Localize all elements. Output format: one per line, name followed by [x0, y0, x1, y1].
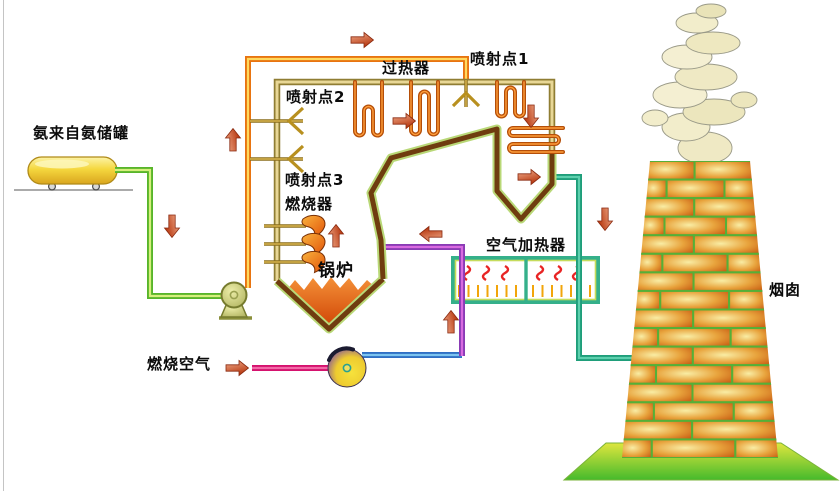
chimney-brick — [692, 271, 766, 292]
chimney-brick — [645, 161, 696, 181]
chimney-brick — [661, 252, 729, 274]
label-injection-2: 喷射点2 — [286, 88, 346, 106]
economizer-coil — [507, 126, 565, 154]
chimney-brick — [641, 197, 696, 218]
chimney-brick — [691, 419, 778, 441]
chimney-brick — [663, 215, 728, 237]
label-combustion-air: 燃烧空气 — [147, 355, 212, 373]
chimney-brick — [639, 215, 666, 237]
chimney-brick — [665, 178, 726, 200]
label-ammonia-tank: 氨来自氨储罐 — [33, 124, 130, 142]
combustion-air-fan — [327, 346, 367, 388]
furnace-flame — [277, 277, 382, 327]
chimney-brick — [734, 438, 778, 458]
label-chimney: 烟囱 — [769, 281, 802, 299]
chimney — [622, 161, 778, 458]
superheater-coil-1 — [353, 80, 384, 138]
ammonia-pipe-green — [115, 167, 224, 299]
chimney-brick — [692, 234, 762, 255]
chimney-brick — [636, 252, 664, 274]
injection-nozzle-3 — [250, 144, 305, 174]
chimney-brick — [627, 345, 694, 367]
chimney-brick — [691, 382, 777, 404]
chimney-brick — [729, 327, 771, 348]
chimney-brick — [622, 438, 653, 458]
chimney-brick — [632, 289, 662, 311]
boiler-enclosure — [273, 78, 556, 281]
chimney-brick — [622, 419, 694, 441]
label-injection-1: 喷射点1 — [470, 50, 530, 68]
flow-arrow-down-icon — [164, 214, 180, 238]
ammonia-pipe-orange — [245, 56, 469, 288]
chimney-brick — [657, 327, 732, 348]
air-heater — [451, 256, 600, 304]
flow-arrow-up-icon — [443, 310, 459, 334]
chimney-brick — [638, 234, 695, 255]
chimney-brick — [693, 161, 755, 181]
chimney-brick — [723, 178, 757, 200]
chimney-brick — [622, 401, 655, 422]
flow-arrow-right-icon — [350, 32, 374, 48]
injection-nozzle-1 — [451, 80, 481, 108]
chimney-brick — [731, 364, 775, 385]
chimney-brick — [625, 364, 658, 385]
injection-nozzle-2 — [250, 106, 305, 136]
chimney-brick — [650, 438, 737, 458]
ammonia-storage-tank — [14, 156, 133, 191]
chimney-bricks — [622, 161, 778, 458]
ammonia-pump — [219, 281, 252, 320]
chimney-brick — [726, 252, 764, 274]
chimney-brick — [659, 289, 731, 311]
label-superheater: 过热器 — [382, 59, 431, 77]
chimney-brick — [692, 308, 769, 330]
chimney-brick — [629, 327, 660, 348]
hot-air-pipe-purple — [384, 244, 465, 356]
chimney-brick — [643, 178, 668, 200]
chimney-brick — [634, 271, 695, 292]
chimney-brick — [691, 345, 773, 367]
chimney-brick — [655, 364, 734, 385]
flue-gas-pipe — [551, 174, 640, 361]
flow-arrow-left-icon — [419, 226, 443, 242]
flow-arrow-up-icon — [328, 224, 344, 248]
chimney-brick — [652, 401, 735, 422]
burner-lances — [264, 224, 306, 264]
chimney-brick — [728, 289, 768, 311]
flow-arrow-right-icon — [225, 360, 249, 376]
superheater-coil-3 — [495, 80, 526, 119]
chimney-brick — [725, 215, 761, 237]
label-injection-3: 喷射点3 — [285, 171, 345, 189]
flow-arrow-up-icon — [225, 128, 241, 152]
chimney-smoke — [641, 3, 758, 165]
chimney-brick — [732, 401, 778, 422]
flow-arrow-down-icon — [597, 207, 613, 231]
label-burner: 燃烧器 — [285, 195, 334, 213]
chimney-brick — [693, 197, 759, 218]
furnace-walls — [273, 124, 557, 334]
flow-arrow-right-icon — [517, 169, 541, 185]
chimney-brick — [631, 308, 695, 330]
chimney-brick — [623, 382, 694, 404]
superheater-coil-2 — [409, 80, 440, 137]
label-air-heater: 空气加热器 — [486, 236, 567, 254]
label-boiler: 锅炉 — [318, 261, 354, 281]
